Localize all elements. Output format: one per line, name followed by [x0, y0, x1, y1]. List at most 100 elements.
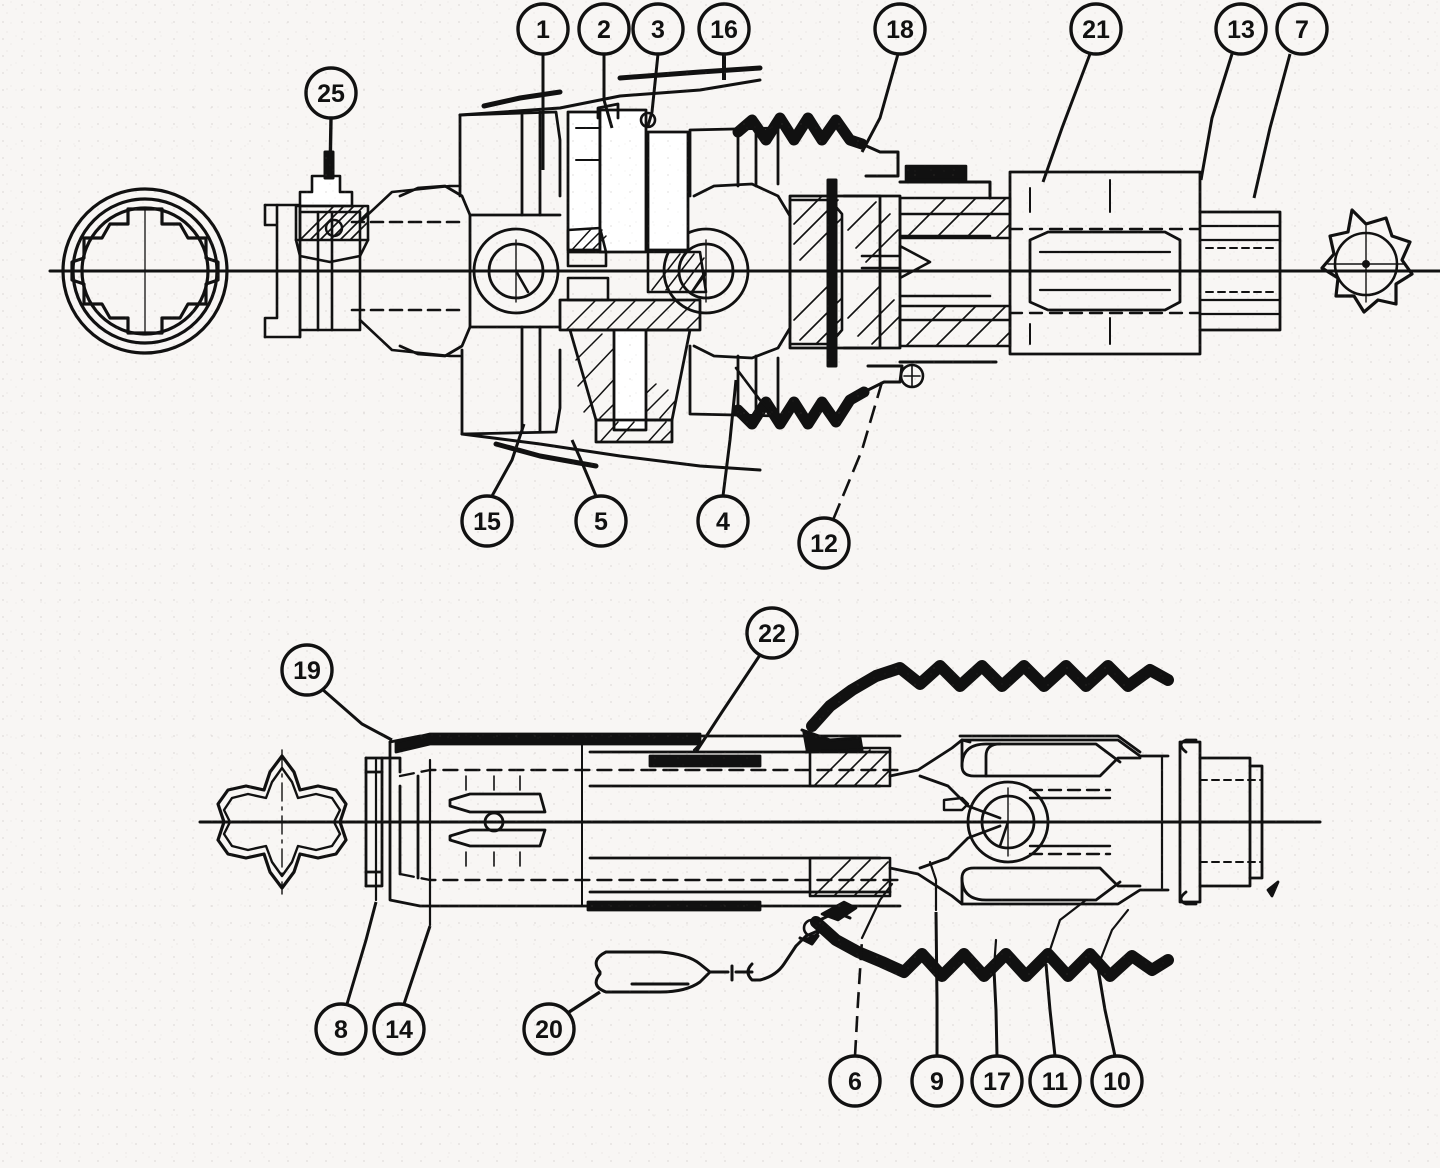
balloon-circle: [873, 2, 927, 56]
balloon-circle: [372, 1002, 426, 1056]
callout-16[interactable]: 16: [697, 2, 751, 80]
balloon-circle: [910, 1054, 964, 1108]
callout-label: 12: [810, 530, 838, 558]
callout-label: 2: [597, 16, 611, 44]
callout-label: 14: [385, 1016, 413, 1044]
upper-inner-spline-stub: [860, 212, 1012, 322]
callout-label: 9: [930, 1068, 944, 1096]
balloon-circle: [574, 494, 628, 548]
callout-5[interactable]: 5: [570, 439, 628, 548]
callout-1[interactable]: 1: [516, 2, 570, 170]
callout-19[interactable]: 19: [280, 643, 393, 742]
callout-label: 4: [716, 508, 730, 536]
leader-line: [646, 53, 660, 127]
balloon-circle: [522, 1002, 576, 1056]
balloon-circle: [1028, 1054, 1082, 1108]
callout-20[interactable]: 20: [522, 990, 601, 1056]
callout-label: 11: [1042, 1068, 1069, 1096]
callout-6[interactable]: 6: [828, 939, 882, 1108]
lower-boot-top: [806, 660, 1174, 732]
upper-outer-tube: [1008, 170, 1282, 356]
balloon-circle: [1214, 2, 1268, 56]
upper-right-spline-end-view: [1320, 208, 1414, 314]
callout-label: 10: [1103, 1068, 1131, 1096]
callout-label: 6: [848, 1068, 862, 1096]
callout-label: 8: [334, 1016, 348, 1044]
leader-line: [345, 901, 378, 1005]
callout-18[interactable]: 18: [860, 2, 927, 153]
leader-line: [1044, 963, 1057, 1057]
upper-shaft-section: [898, 164, 1012, 389]
callout-label: 15: [473, 508, 501, 536]
callout-label: 17: [983, 1068, 1011, 1096]
balloon-circle: [460, 494, 514, 548]
upper-left-trunnion: [472, 227, 560, 315]
upper-boot-clamp-bottom: [862, 364, 904, 394]
balloon-circle: [797, 516, 851, 570]
callout-13[interactable]: 13: [1199, 2, 1268, 181]
leader-line: [1041, 53, 1092, 183]
leader-line: [1199, 53, 1234, 181]
callout-label: 16: [710, 16, 738, 44]
leader-line: [1096, 967, 1117, 1057]
callout-label: 18: [886, 16, 914, 44]
leader-line: [1252, 53, 1292, 199]
leader-line: [934, 911, 939, 1056]
callout-3[interactable]: 3: [631, 2, 685, 127]
lower-yoke-bearing: [942, 780, 1050, 864]
callout-label: 3: [651, 16, 665, 44]
leader-line: [570, 439, 598, 497]
upper-feature-leaders: [458, 65, 782, 472]
callout-17[interactable]: 17: [970, 969, 1024, 1108]
callout-11[interactable]: 11: [1028, 963, 1082, 1108]
callout-9[interactable]: 9: [910, 911, 964, 1108]
callout-label: 21: [1082, 16, 1110, 44]
balloon-circle: [1090, 1054, 1144, 1108]
callout-25[interactable]: 25: [304, 66, 358, 177]
balloon-circle: [516, 2, 570, 56]
callout-label: 5: [594, 508, 608, 536]
balloon-circle: [828, 1054, 882, 1108]
balloon-circle: [1069, 2, 1123, 56]
balloon-circle: [1275, 2, 1329, 56]
upper-view: [48, 65, 1440, 472]
callout-7[interactable]: 7: [1252, 2, 1329, 199]
callout-15[interactable]: 15: [460, 423, 526, 548]
callout-label: 22: [758, 620, 786, 648]
leader-line: [402, 925, 432, 1005]
callout-label: 19: [293, 657, 321, 685]
leader-line: [694, 654, 762, 753]
callout-12[interactable]: 12: [797, 381, 884, 570]
upper-spider-section: [558, 102, 708, 444]
balloon-circle: [304, 66, 358, 120]
callout-label: 1: [536, 16, 550, 44]
leader-line: [490, 423, 526, 497]
balloon-circle: [577, 2, 631, 56]
lower-feature-leaders: [374, 742, 1130, 970]
callout-balloons: 1 2 3 16 18 21 13: [280, 2, 1329, 1108]
callout-21[interactable]: 21: [1041, 2, 1123, 183]
lower-sectioned-collar: [800, 728, 892, 898]
upper-left-yoke: [398, 110, 562, 436]
callout-14[interactable]: 14: [372, 925, 432, 1056]
callout-4[interactable]: 4: [696, 379, 750, 548]
upper-boot-bottom: [732, 386, 870, 430]
callout-22[interactable]: 22: [694, 606, 799, 753]
leader-line: [860, 53, 900, 153]
upper-boot-clamp-top: [860, 142, 900, 178]
callout-label: 20: [535, 1016, 563, 1044]
callout-2[interactable]: 2: [577, 2, 631, 129]
balloon-circle: [280, 643, 334, 697]
callout-label: 7: [1295, 16, 1309, 44]
callout-label: 25: [317, 80, 345, 108]
balloon-circle: [696, 494, 750, 548]
callout-10[interactable]: 10: [1090, 967, 1144, 1108]
lower-grease-fitting: [594, 900, 858, 994]
leader-line: [721, 379, 738, 497]
callout-8[interactable]: 8: [314, 901, 378, 1056]
leader-line: [602, 54, 614, 129]
upper-boot-top: [732, 112, 868, 150]
balloon-circle: [314, 1002, 368, 1056]
